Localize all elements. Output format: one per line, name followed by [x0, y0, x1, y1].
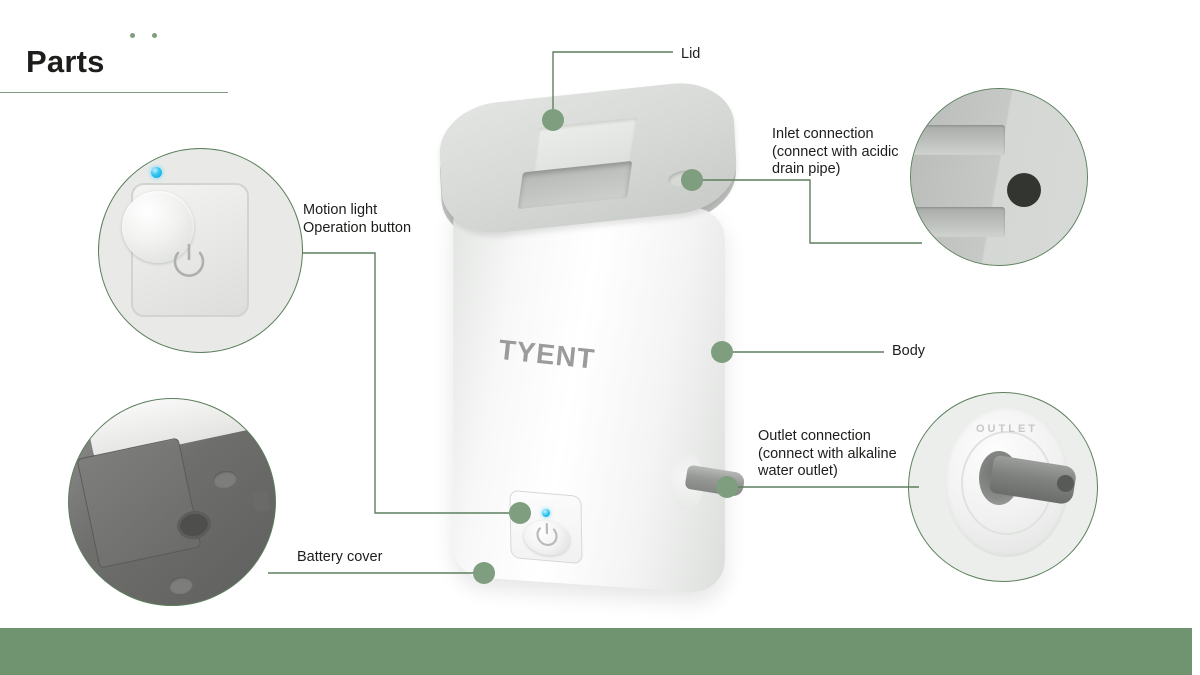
inlet-port-hole [1007, 173, 1041, 207]
inlet-slot-bottom [911, 207, 1005, 237]
label-battery-cover: Battery cover [297, 549, 383, 565]
label-outlet-line-2: (connect with alkaline [758, 445, 897, 462]
decor-dot-icon-1 [130, 33, 135, 38]
label-motion-line-2: Operation button [303, 219, 412, 236]
decor-dot-icon-2 [152, 33, 157, 38]
callout-circle-motion-light [98, 148, 303, 353]
hotspot-dot-body[interactable] [711, 341, 733, 363]
power-glyph-arc [536, 527, 558, 547]
label-inlet-line-2: (connect with acidic [772, 143, 899, 160]
page-title: Parts [26, 44, 105, 79]
hotspot-dot-outlet[interactable] [716, 476, 738, 498]
callout-circle-inlet-connection [910, 88, 1088, 266]
leader-line-inlet [692, 179, 922, 244]
label-outlet-line-3: water outlet) [758, 463, 838, 479]
hotspot-dot-battery-cover[interactable] [473, 562, 495, 584]
title-underline-rule [0, 92, 228, 93]
label-body: Body [892, 343, 926, 359]
callout-circle-battery-cover [68, 398, 276, 606]
leader-dots-group [473, 109, 738, 584]
outlet-emboss-label: OUTLET [976, 423, 1038, 435]
label-inlet-line-3: drain pipe) [772, 161, 841, 177]
power-icon-arc [173, 251, 205, 277]
hotspot-dot-inlet[interactable] [681, 169, 703, 191]
callout-circle-outlet-connection: OUTLET [908, 392, 1098, 582]
hotspot-dot-motion-light[interactable] [509, 502, 531, 524]
label-outlet-line-1: Outlet connection [758, 428, 871, 444]
product-illustration: TYENT [424, 77, 774, 600]
leader-line-motion-light [302, 252, 520, 514]
label-inlet-connection: Inlet connection (connect with acidic dr… [772, 126, 899, 179]
inlet-slot-top [911, 125, 1005, 155]
label-inlet-line-1: Inlet connection [772, 126, 874, 142]
hotspot-dot-lid[interactable] [542, 109, 564, 131]
label-lid: Lid [681, 46, 701, 62]
leader-line-lid [552, 51, 673, 120]
label-motion-line-1: Motion light [303, 202, 378, 218]
motion-light-led-icon [542, 509, 550, 517]
bottom-accent-bar [0, 628, 1192, 675]
motion-light-led-icon-closeup [151, 167, 162, 178]
operation-button-closeup[interactable] [122, 191, 194, 263]
label-motion-light: Motion light Operation button [303, 202, 411, 237]
label-outlet-connection: Outlet connection (connect with alkaline… [758, 428, 897, 481]
